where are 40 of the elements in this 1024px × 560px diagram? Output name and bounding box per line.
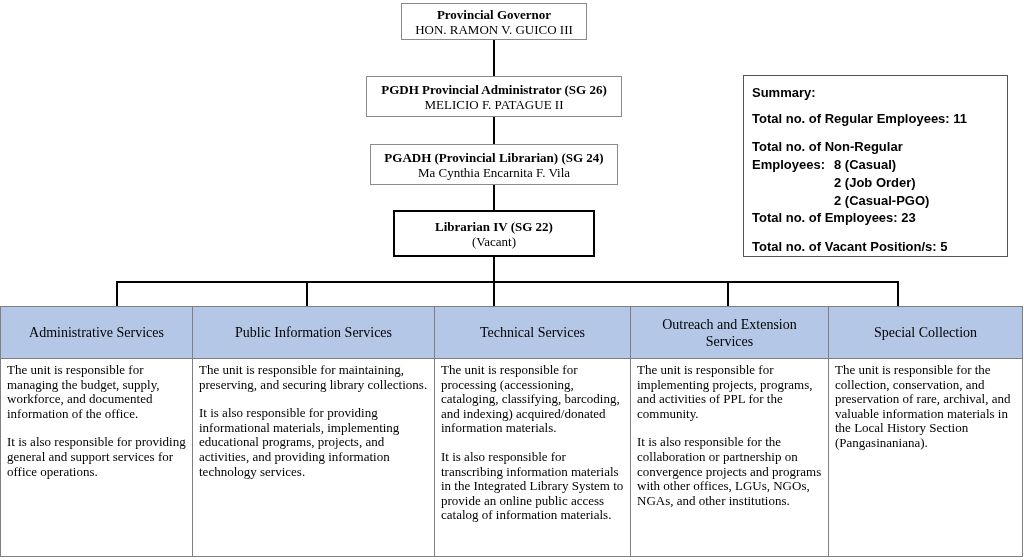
holder-name: Ma Cynthia Encarnita F. Vila <box>417 164 571 180</box>
unit-description: It is also responsible for providing informational materials, implementing educational programs, projects, and activities, and providing information technology services. <box>199 406 401 480</box>
unit-heading: Technical Services <box>435 307 630 359</box>
unit-column <box>0 306 193 557</box>
unit-column <box>434 306 631 557</box>
unit-column <box>828 306 1023 557</box>
unit-description: It is also responsible for transcribing information materials in the Integrated Library System to provide an online public access catalog of information materials. <box>441 449 624 523</box>
unit-description: The unit is responsible for maintaining, preserving, and securing library collections. <box>199 363 428 393</box>
unit-heading: Public Information Services <box>193 307 434 359</box>
unit-column <box>630 306 829 557</box>
position-title: PGDH Provincial Administrator (SG 26) <box>381 81 607 97</box>
summary-line: Total no. of Employees: 23 <box>752 209 916 227</box>
position-box <box>393 210 595 257</box>
connector-line <box>493 39 495 77</box>
unit-description: The unit is responsible for processing (accessioning, cataloging, classifying, barcoding, and indexing) acquired/donated information materials. <box>441 363 621 436</box>
summary-box <box>743 75 1008 257</box>
holder-name: (Vacant) <box>472 233 516 249</box>
connector-line <box>493 184 495 211</box>
unit-heading: Special Collection <box>829 307 1022 359</box>
unit-heading: Outreach and Extension Services <box>631 307 828 359</box>
unit-description: The unit is responsible for managing the budget, supply, workforce, and documented information of the office. <box>7 363 161 422</box>
position-box <box>401 3 587 40</box>
unit-column <box>192 306 435 557</box>
unit-description: The unit is responsible for the collection, conservation, and preservation of rare, archival, and valuable information materials in the Local History Section (Pangasinaniana). <box>835 363 1012 451</box>
summary-line: Total no. of Non-Regular Employees: 8 (Casual) 2 (Job Order) 2 (Casual-PGO) <box>752 138 931 210</box>
unit-description: The unit is responsible for implementing projects, programs, and activities of PPL for the community. <box>637 363 814 422</box>
position-box <box>366 76 622 117</box>
holder-name: HON. RAMON V. GUICO III <box>415 21 573 37</box>
summary-line: Total no. of Vacant Position/s: 5 <box>752 238 948 256</box>
holder-name: MELICIO F. PATAGUE II <box>424 96 564 112</box>
unit-heading: Administrative Services <box>1 307 192 359</box>
position-box <box>370 144 618 185</box>
connector-line <box>493 116 495 145</box>
unit-description: It is also responsible for the collaboration or partnership on convergence projects and programs with other offices, LGUs, NGOs, NGAs, and other institutions. <box>637 435 822 509</box>
position-title: Provincial Governor <box>436 6 552 22</box>
unit-description: It is also responsible for providing general and support services for office operations. <box>7 435 186 480</box>
summary-heading: Summary: <box>752 84 816 102</box>
summary-line: Total no. of Regular Employees: 11 <box>752 110 968 128</box>
position-title: Librarian IV (SG 22) <box>435 218 553 234</box>
position-title: PGADH (Provincial Librarian) (SG 24) <box>384 149 604 165</box>
